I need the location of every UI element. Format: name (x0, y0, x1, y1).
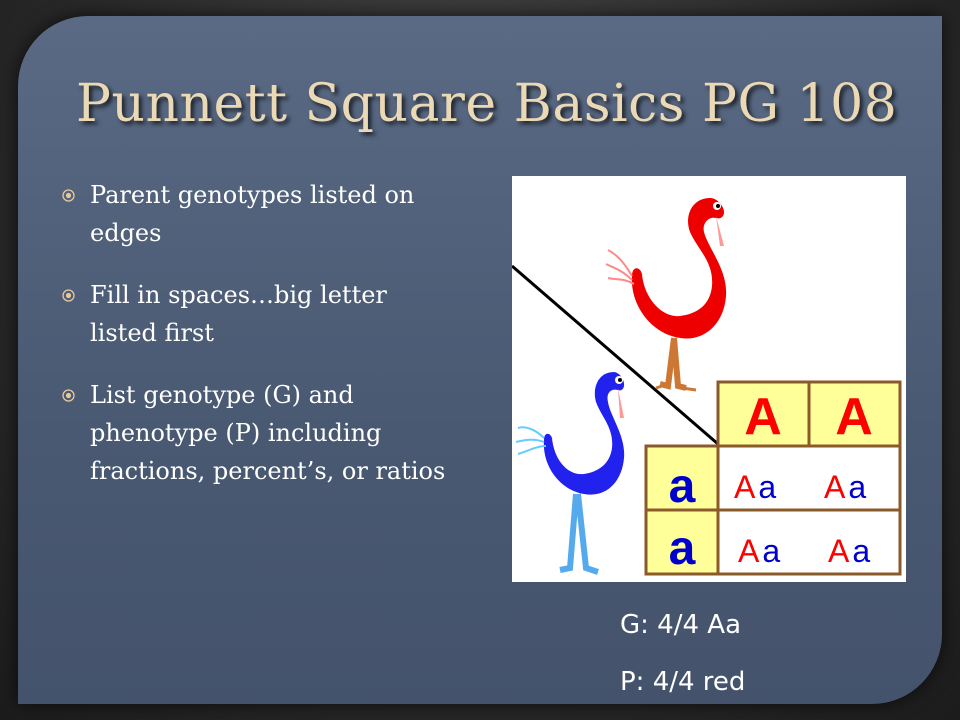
genotype-result: G: 4/4 Aa (620, 610, 741, 640)
bullet-list: Parent genotypes listed on edges Fill in… (60, 176, 460, 514)
bullet-text: List genotype (G) and phenotype (P) incl… (90, 381, 446, 485)
slide-title: Punnett Square Basics PG 108 (76, 74, 898, 134)
bullet-circle-icon (62, 389, 75, 402)
side-allele-2: a (669, 522, 696, 575)
punnett-illustration: A A a a Aa Aa Aa Aa (512, 198, 902, 576)
side-allele-1: a (669, 460, 696, 513)
punnett-figure: A A a a Aa Aa Aa Aa (512, 176, 906, 582)
bullet-text: Parent genotypes listed on edges (90, 181, 415, 247)
diagonal-line (512, 264, 719, 446)
bullet-circle-icon (62, 289, 75, 302)
cell-2-genotype: Aa (824, 469, 866, 505)
bullet-item: List genotype (G) and phenotype (P) incl… (60, 376, 460, 490)
top-allele-1: A (744, 388, 782, 446)
bullet-item: Fill in spaces…big letter listed first (60, 276, 460, 352)
bullet-text: Fill in spaces…big letter listed first (90, 281, 387, 347)
bullet-circle-icon (62, 189, 75, 202)
phenotype-result: P: 4/4 red (620, 667, 746, 697)
bullet-item: Parent genotypes listed on edges (60, 176, 460, 252)
punnett-grid: A A a a Aa Aa Aa Aa (644, 380, 902, 576)
slide: Punnett Square Basics PG 108 Parent geno… (18, 16, 942, 704)
cell-3-genotype: Aa (738, 533, 780, 569)
red-bird-icon (605, 198, 727, 392)
cell-1-genotype: Aa (734, 469, 776, 505)
cell-4-genotype: Aa (828, 533, 870, 569)
blue-bird-icon (515, 372, 625, 575)
top-allele-2: A (835, 388, 873, 446)
